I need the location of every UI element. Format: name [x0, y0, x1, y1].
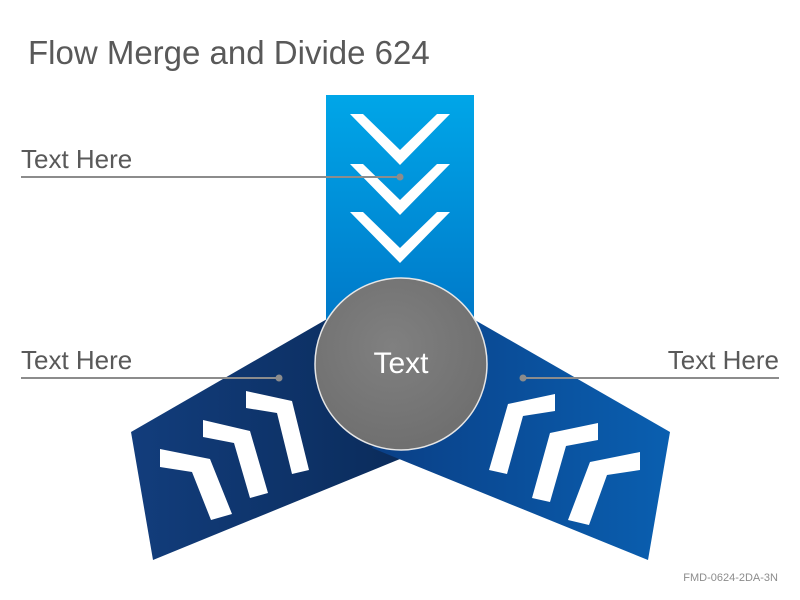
top-label: Text Here	[21, 144, 133, 174]
left-chevron-arrows	[160, 391, 309, 520]
chevron-arrow-icon	[203, 420, 268, 498]
top-leader-line	[21, 173, 404, 181]
left-leader-line	[21, 374, 283, 382]
center-circle	[314, 277, 488, 451]
chevron-arrow-icon	[160, 449, 232, 520]
chevron-arrow-icon	[489, 394, 555, 474]
chevron-arrow-icon	[246, 391, 309, 474]
right-chevron-arrows	[489, 394, 640, 525]
right-leader-line	[519, 374, 779, 382]
chevron-arrow-icon	[350, 212, 450, 263]
left-label: Text Here	[21, 345, 133, 375]
chevron-arrow-icon	[350, 114, 450, 165]
page-title: Flow Merge and Divide 624	[28, 34, 430, 71]
chevron-arrow-icon	[568, 452, 640, 525]
template-code: FMD-0624-2DA-3N	[683, 572, 778, 584]
chevron-arrow-icon	[532, 423, 598, 502]
right-label: Text Here	[667, 345, 779, 375]
